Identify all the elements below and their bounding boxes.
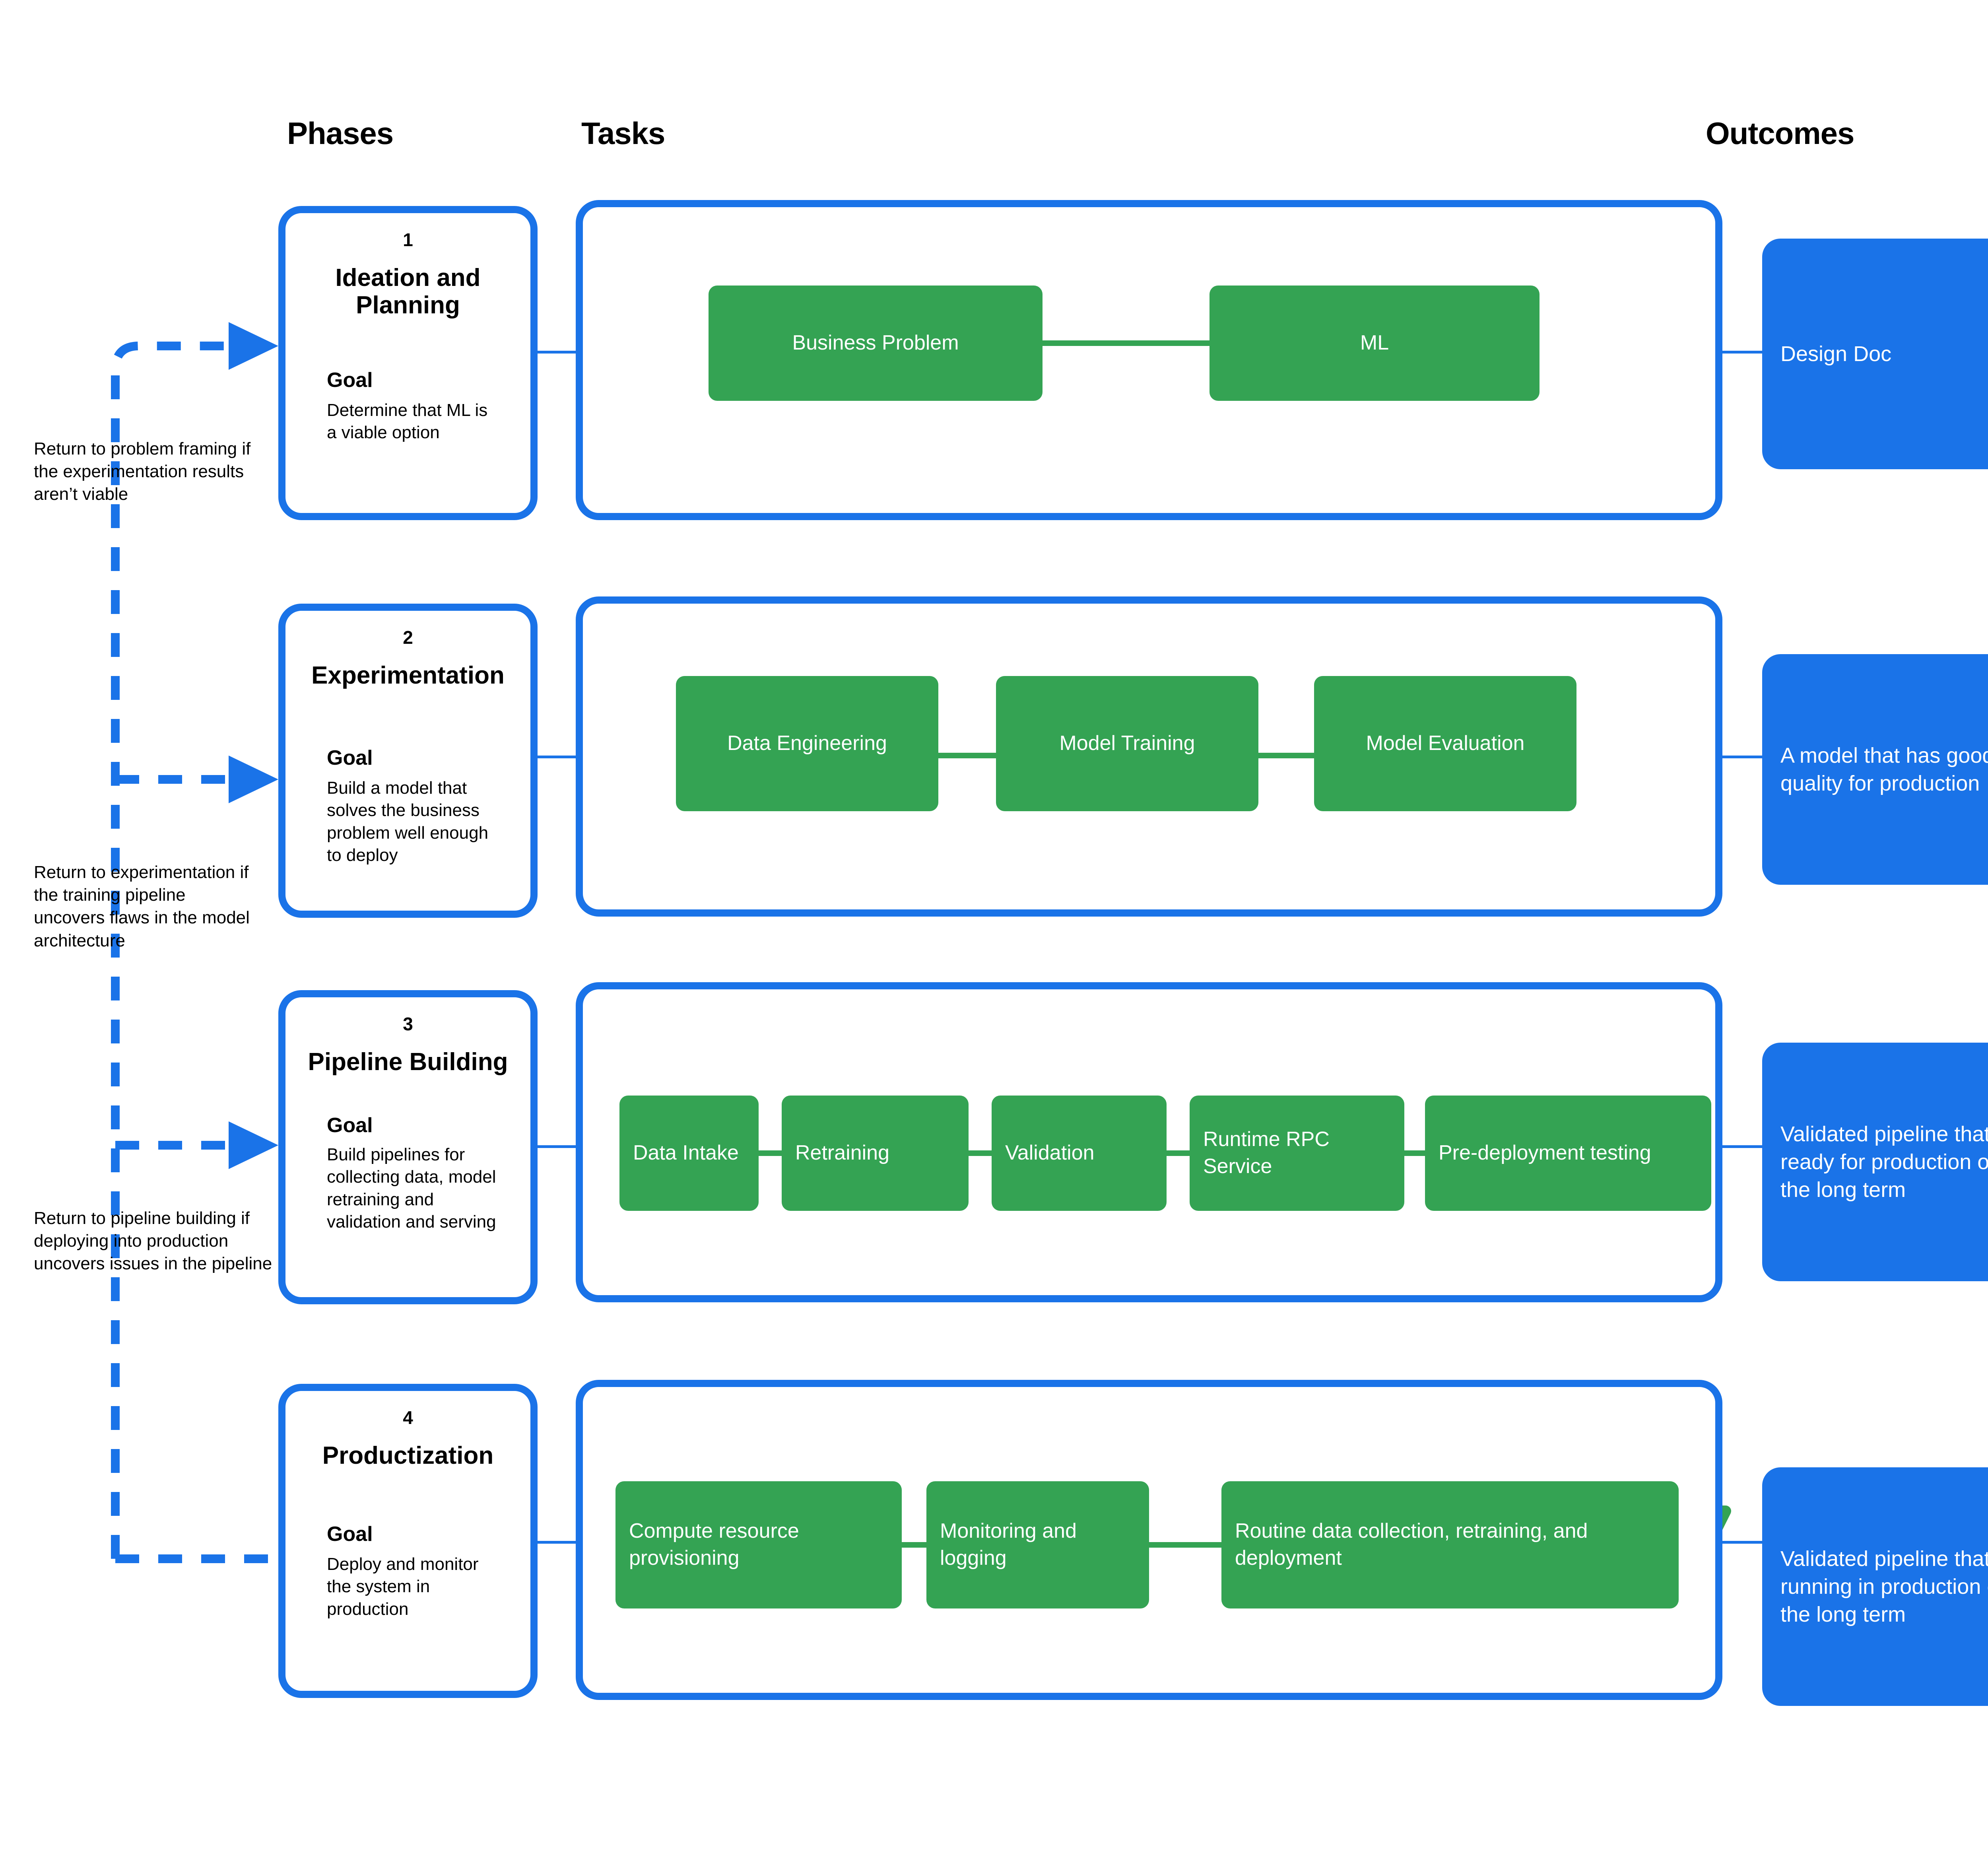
task-ml-label: ML	[1360, 331, 1389, 355]
outcome-box-4[interactable]: Validated pipeline that’s running in pro…	[1762, 1467, 1988, 1706]
phase-3-goal-label: Goal	[327, 1114, 373, 1137]
outcome-2-label: A model that has good quality for produc…	[1780, 743, 1988, 795]
connector-tasks3-outcome3	[1722, 1145, 1762, 1148]
connector-row3-2	[969, 1150, 992, 1156]
connector-row2-1	[938, 753, 996, 758]
task-business-problem[interactable]: Business Problem	[709, 286, 1043, 401]
return-note-1: Return to problem framing if the experim…	[34, 439, 251, 504]
task-pre-deployment-testing-label: Pre-deployment testing	[1439, 1141, 1651, 1165]
connector-tasks2-outcome2	[1722, 756, 1762, 758]
task-monitoring-and-logging[interactable]: Monitoring and logging	[926, 1481, 1149, 1608]
phase-4-number: 4	[403, 1407, 413, 1428]
phase-2-goal-text: Build a model that solves the business p…	[327, 778, 489, 865]
task-monitoring-and-logging-label: Monitoring and logging	[940, 1519, 1077, 1570]
feedback-arrow-1	[111, 342, 227, 1559]
task-runtime-rpc-service-label: Runtime RPC Service	[1203, 1128, 1330, 1178]
outcome-box-3[interactable]: Validated pipeline that’s ready for prod…	[1762, 1043, 1988, 1281]
connector-phase1-tasks	[538, 351, 576, 354]
phase-1-goal-label: Goal	[327, 369, 373, 392]
task-model-evaluation-label: Model Evaluation	[1366, 732, 1525, 755]
phase-3-goal-text: Build pipelines for collecting data, mod…	[327, 1145, 496, 1232]
phase-1-title: Ideation and Planning	[335, 264, 481, 319]
phase-2-goal-label: Goal	[327, 746, 373, 769]
connector-row2-2	[1258, 753, 1314, 758]
task-pre-deployment-testing[interactable]: Pre-deployment testing	[1425, 1096, 1711, 1211]
connector-tasks1-outcome1	[1722, 351, 1762, 354]
phase-card-4[interactable]: 4 Productization Goal Deploy and monitor…	[278, 1384, 538, 1698]
phase-4-goal-text: Deploy and monitor the system in product…	[327, 1554, 479, 1619]
task-validation-label: Validation	[1005, 1141, 1095, 1165]
outcome-box-1[interactable]: Design Doc	[1762, 239, 1988, 469]
outcome-box-2[interactable]: A model that has good quality for produc…	[1762, 654, 1988, 885]
connector-row3-4	[1404, 1150, 1425, 1156]
phase-card-1[interactable]: 1 Ideation and Planning Goal Determine t…	[278, 206, 538, 520]
feedback-arrow-3-head	[229, 1121, 278, 1169]
task-data-intake-label: Data Intake	[633, 1141, 739, 1165]
phase-3-title: Pipeline Building	[308, 1048, 508, 1076]
phase-3-number: 3	[403, 1014, 413, 1034]
task-compute-resource-provisioning[interactable]: Compute resource provisioning	[615, 1481, 902, 1608]
task-business-problem-label: Business Problem	[792, 331, 959, 355]
task-routine-data-collection-label: Routine data collection, retraining, and…	[1235, 1519, 1588, 1570]
phase-4-title: Productization	[322, 1442, 494, 1469]
header-phases: Phases	[287, 116, 394, 151]
task-retraining[interactable]: Retraining	[782, 1096, 969, 1211]
task-model-evaluation[interactable]: Model Evaluation	[1314, 676, 1576, 811]
connector-phase3-tasks	[538, 1145, 576, 1148]
return-note-2: Return to experimentation if the trainin…	[34, 863, 250, 950]
phase-card-3[interactable]: 3 Pipeline Building Goal Build pipelines…	[278, 990, 538, 1304]
connector-row4-2	[1149, 1542, 1221, 1548]
outcome-4-label: Validated pipeline that’s running in pro…	[1780, 1546, 1988, 1627]
task-data-engineering[interactable]: Data Engineering	[676, 676, 938, 811]
connector-row3-3	[1167, 1150, 1190, 1156]
header-tasks: Tasks	[581, 116, 665, 151]
phase-4-goal-label: Goal	[327, 1523, 373, 1546]
connector-row1-1	[1043, 340, 1209, 346]
header-outcomes: Outcomes	[1706, 116, 1854, 151]
task-compute-resource-provisioning-label: Compute resource provisioning	[629, 1519, 799, 1570]
connector-tasks4-outcome4	[1722, 1541, 1762, 1544]
connector-row4-1	[902, 1542, 926, 1548]
phase-1-goal-text: Determine that ML is a viable option	[327, 400, 488, 443]
outcome-1-label: Design Doc	[1780, 342, 1892, 366]
connector-phase4-tasks	[538, 1541, 576, 1544]
phase-2-number: 2	[403, 627, 413, 648]
task-retraining-label: Retraining	[795, 1141, 890, 1165]
task-model-training-label: Model Training	[1059, 732, 1195, 755]
phase-card-2[interactable]: 2 Experimentation Goal Build a model tha…	[278, 604, 538, 918]
phase-2-title: Experimentation	[311, 662, 505, 689]
task-data-engineering-label: Data Engineering	[727, 732, 887, 755]
task-validation[interactable]: Validation	[992, 1096, 1167, 1211]
task-routine-data-collection[interactable]: Routine data collection, retraining, and…	[1221, 1481, 1679, 1608]
task-ml[interactable]: ML	[1209, 286, 1540, 401]
return-note-3: Return to pipeline building if deploying…	[34, 1208, 272, 1274]
phase-1-number: 1	[403, 229, 413, 250]
connector-phase2-tasks	[538, 756, 576, 758]
task-runtime-rpc-service[interactable]: Runtime RPC Service	[1190, 1096, 1404, 1211]
task-data-intake[interactable]: Data Intake	[619, 1096, 759, 1211]
feedback-arrow-1-head	[229, 322, 278, 370]
outcome-3-label: Validated pipeline that’s ready for prod…	[1780, 1122, 1988, 1202]
task-model-training[interactable]: Model Training	[996, 676, 1258, 811]
connector-row3-1	[759, 1150, 782, 1156]
feedback-arrow-2-head	[229, 756, 278, 803]
